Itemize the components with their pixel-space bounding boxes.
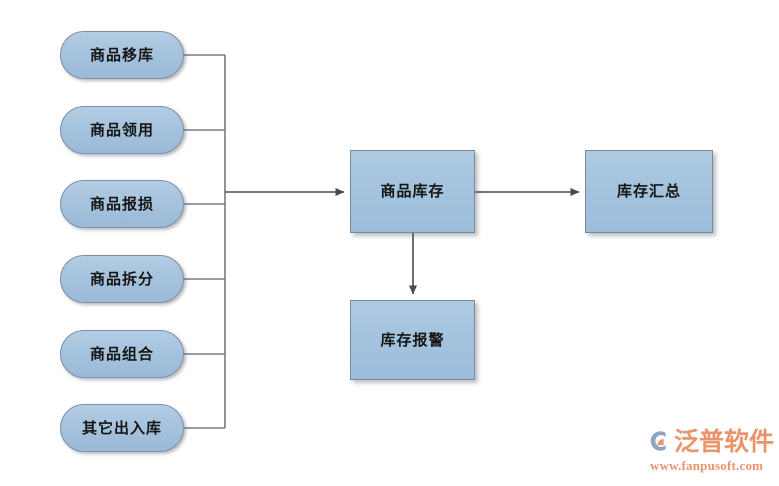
node-commodity-split[interactable]: 商品拆分 bbox=[60, 255, 184, 303]
node-inventory-alert[interactable]: 库存报警 bbox=[350, 300, 475, 380]
node-other-inbound-outbound[interactable]: 其它出入库 bbox=[60, 404, 184, 452]
node-label: 库存汇总 bbox=[616, 183, 681, 200]
node-label: 商品报损 bbox=[89, 195, 154, 213]
node-label: 商品库存 bbox=[380, 183, 445, 200]
watermark-brand: 泛普软件 bbox=[673, 426, 774, 456]
node-commodity-requisition[interactable]: 商品领用 bbox=[60, 106, 184, 154]
node-label: 商品拆分 bbox=[89, 270, 154, 288]
node-label: 库存报警 bbox=[380, 331, 445, 349]
node-commodity-damage[interactable]: 商品报损 bbox=[60, 180, 184, 228]
node-commodity-combine[interactable]: 商品组合 bbox=[60, 330, 184, 378]
watermark-url: www.fanpusoft.com bbox=[650, 458, 764, 473]
node-inventory-summary[interactable]: 库存汇总 bbox=[585, 150, 713, 233]
source-stub-lines bbox=[184, 54, 225, 429]
node-label: 商品组合 bbox=[89, 345, 154, 363]
watermark: 泛普软件 www.fanpusoft.com bbox=[648, 424, 774, 478]
node-label: 商品领用 bbox=[89, 121, 154, 139]
node-commodity-move[interactable]: 商品移库 bbox=[60, 31, 184, 79]
node-label: 商品移库 bbox=[89, 46, 154, 64]
node-label: 其它出入库 bbox=[81, 419, 162, 437]
fanpu-logo-icon bbox=[650, 431, 666, 451]
node-commodity-inventory[interactable]: 商品库存 bbox=[350, 150, 475, 233]
